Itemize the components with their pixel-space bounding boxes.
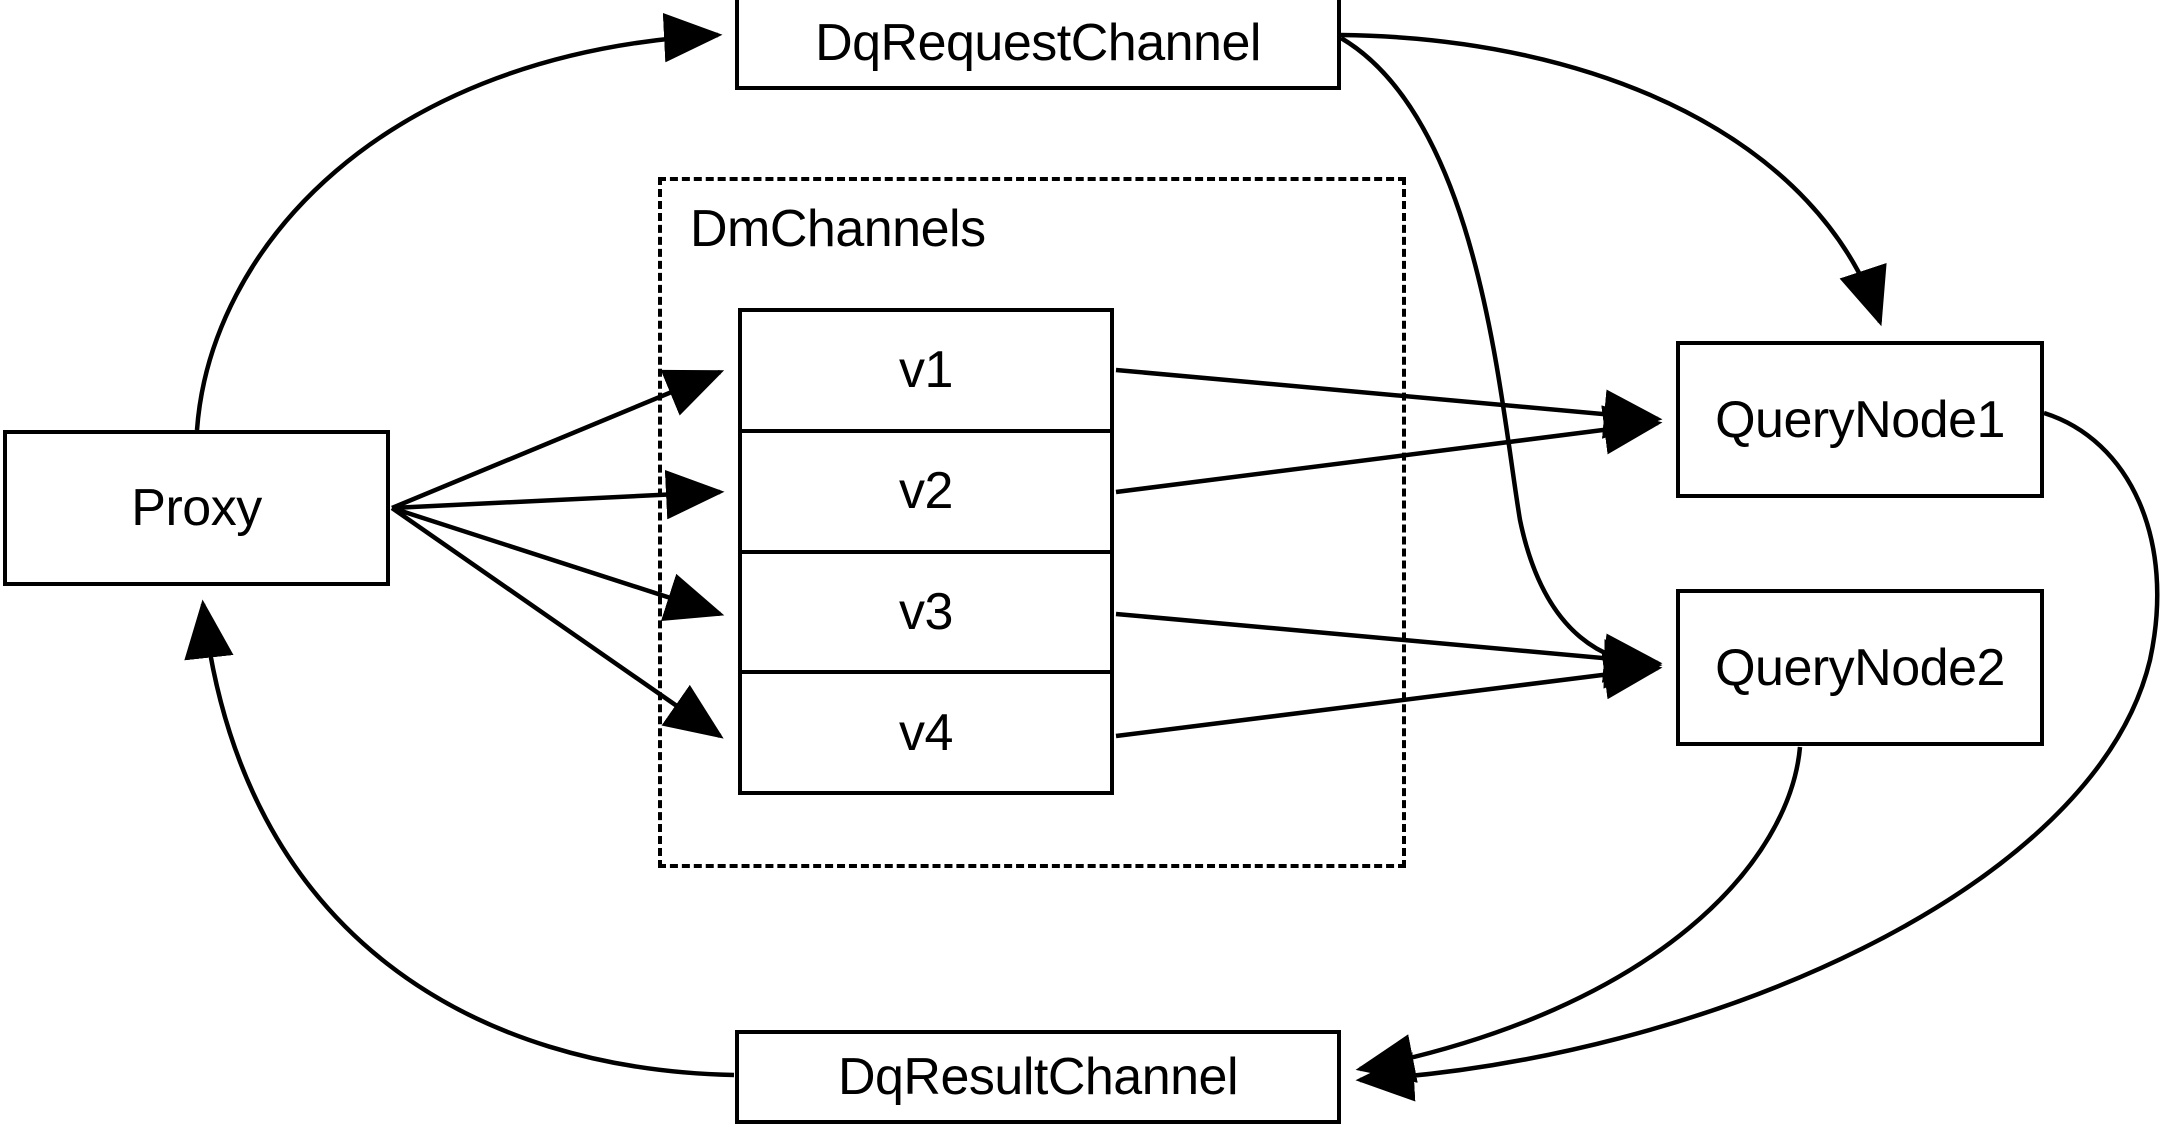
node-querynode2-label: QueryNode2 <box>1715 638 2005 697</box>
edge-proxy-to-v3 <box>391 505 725 621</box>
node-dq-result-channel[interactable]: DqResultChannel <box>735 1030 1341 1124</box>
edge-proxy-to-v1 <box>391 369 725 511</box>
dmchannels-group-label: DmChannels <box>690 200 986 258</box>
dmchannels-group-boundary <box>658 177 1406 868</box>
edge-dq-result-to-proxy <box>184 599 735 1078</box>
vchannel-label-v3: v3 <box>899 582 953 641</box>
node-proxy[interactable]: Proxy <box>3 430 390 586</box>
vchannel-label-v2: v2 <box>899 462 953 521</box>
edge-v4-to-querynode2 <box>1115 650 1663 739</box>
edge-v1-to-querynode1 <box>1115 367 1663 439</box>
edge-proxy-to-dq-request <box>194 13 723 431</box>
edge-dq-request-to-querynode1 <box>1340 32 1887 327</box>
vchannel-row-v2[interactable]: v2 <box>742 433 1110 554</box>
vchannel-label-v1: v1 <box>899 341 953 400</box>
edge-v2-to-querynode1 <box>1115 405 1663 495</box>
edge-proxy-to-v2 <box>391 469 725 520</box>
vchannel-row-v3[interactable]: v3 <box>742 554 1110 675</box>
node-querynode2[interactable]: QueryNode2 <box>1676 589 2044 746</box>
dmchannels-vchannel-stack: v1 v2 v3 v4 <box>738 308 1114 795</box>
edge-querynode2-to-dq-result <box>1355 746 1803 1083</box>
node-dq-request-channel-label: DqRequestChannel <box>815 14 1261 72</box>
vchannel-label-v4: v4 <box>899 703 953 762</box>
edge-querynode1-to-dq-result <box>1355 410 2160 1102</box>
node-dq-result-channel-label: DqResultChannel <box>837 1048 1239 1106</box>
node-proxy-label: Proxy <box>131 479 262 537</box>
edge-dq-request-to-querynode2 <box>1339 36 1663 689</box>
node-querynode1[interactable]: QueryNode1 <box>1676 341 2044 498</box>
node-dq-request-channel[interactable]: DqRequestChannel <box>735 0 1341 90</box>
edge-v3-to-querynode2 <box>1115 611 1663 683</box>
vchannel-row-v4[interactable]: v4 <box>742 674 1110 791</box>
edge-proxy-to-v4 <box>390 506 724 739</box>
vchannel-row-v1[interactable]: v1 <box>742 312 1110 433</box>
node-querynode1-label: QueryNode1 <box>1715 390 2005 449</box>
